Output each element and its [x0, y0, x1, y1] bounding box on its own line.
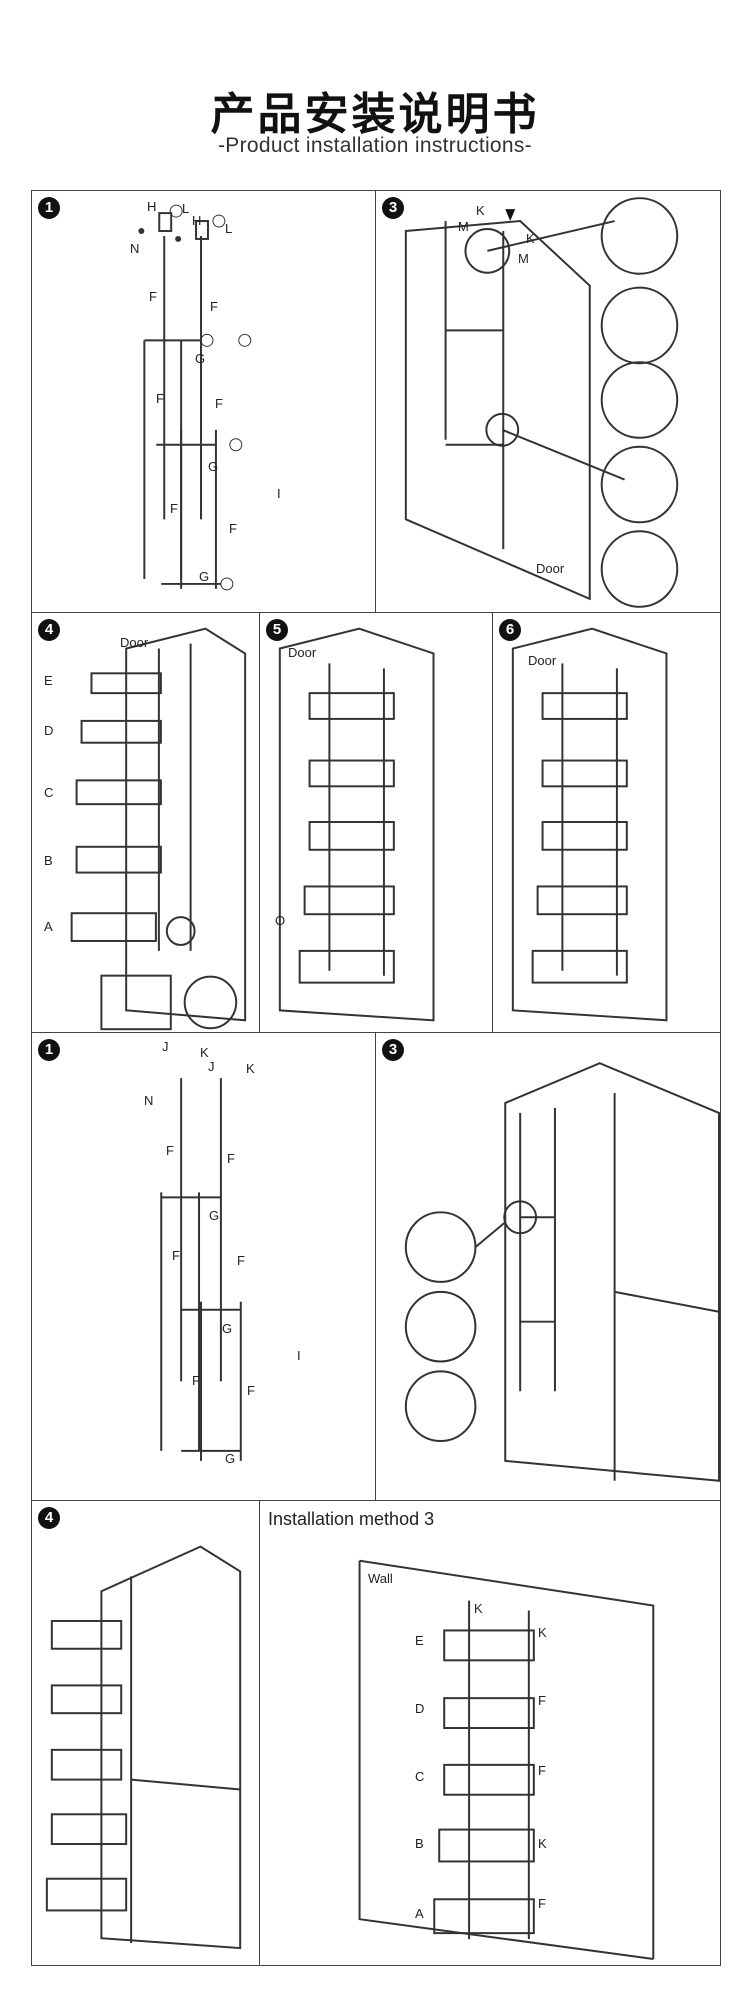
part-label: F [538, 1763, 546, 1778]
part-label: F [215, 396, 223, 411]
part-label: F [538, 1693, 546, 1708]
step-number-badge: 4 [38, 1507, 60, 1529]
door-label: Door [536, 561, 565, 576]
basket-hang-diagram [70, 627, 247, 1031]
part-label: K [538, 1625, 547, 1640]
part-label: G [222, 1321, 233, 1336]
part-label: F [227, 1151, 235, 1166]
ladder-exploded-diagram [138, 204, 252, 591]
panel-step-1-door-assembly: 1 H L H L N F F G F F G I F F G [31, 190, 377, 614]
wall-label: Wall [368, 1571, 393, 1586]
part-label: F [149, 289, 157, 304]
step-number-badge: 4 [38, 619, 60, 641]
part-label: B [44, 853, 53, 868]
door-mount-diagram [404, 197, 679, 608]
fridge-rack-diagram [45, 1545, 242, 1950]
part-label: K [526, 231, 535, 246]
part-label: F [166, 1143, 174, 1158]
part-label: G [209, 1208, 220, 1223]
baskets-with-hooks-diagram [278, 627, 435, 1022]
step-number-badge: 1 [38, 197, 60, 219]
part-label: C [44, 785, 54, 800]
part-label: G [195, 351, 206, 366]
part-label: N [144, 1093, 154, 1108]
step-number-badge: 6 [499, 619, 521, 641]
part-label: I [277, 486, 281, 501]
panel-step-3-fridge-mount: 3 [375, 1032, 721, 1502]
part-label: F [192, 1373, 200, 1388]
part-label: F [237, 1253, 245, 1268]
part-label: E [44, 673, 53, 688]
part-label: F [229, 521, 237, 536]
page-title: 产品安装说明书 [210, 89, 540, 140]
part-label: J [208, 1059, 215, 1074]
panel-step-4-fridge-complete: 4 [31, 1500, 261, 1966]
step-number-badge: 3 [382, 1039, 404, 1061]
part-label: K [476, 203, 485, 218]
part-label: F [210, 299, 218, 314]
step-number-badge: 5 [266, 619, 288, 641]
part-label: F [538, 1896, 546, 1911]
part-label: F [247, 1383, 255, 1398]
panel-installation-method-3: Installation method 3 Wall K K E D F C F… [259, 1500, 721, 1966]
part-label: N [130, 241, 140, 256]
step-number-badge: 1 [38, 1039, 60, 1061]
part-label: H [147, 199, 157, 214]
part-label: H [192, 213, 202, 228]
completed-rack-diagram [511, 627, 668, 1022]
door-label: Door [528, 653, 557, 668]
part-label: B [415, 1836, 424, 1851]
wall-mount-diagram [358, 1559, 655, 1961]
panel-step-5-hooks: 5 Door O [259, 612, 494, 1034]
part-label: D [44, 723, 54, 738]
part-label: L [225, 221, 233, 236]
panel-step-6-complete: 6 Door [492, 612, 721, 1034]
step-number-badge: 3 [382, 197, 404, 219]
part-label: K [200, 1045, 209, 1060]
part-label: J [162, 1039, 169, 1054]
part-label: A [44, 919, 53, 934]
part-label: K [474, 1601, 483, 1616]
part-label: D [415, 1701, 425, 1716]
part-label: A [415, 1906, 424, 1921]
part-label: F [170, 501, 178, 516]
part-label: M [518, 251, 529, 266]
part-label: C [415, 1769, 425, 1784]
part-label: E [415, 1633, 424, 1648]
part-label: K [246, 1061, 255, 1076]
fridge-mount-diagram [404, 1062, 720, 1482]
part-label: L [182, 201, 190, 216]
part-label: M [458, 219, 469, 234]
door-label: Door [288, 645, 317, 660]
part-label: O [275, 913, 286, 928]
door-label: Door [120, 635, 149, 650]
part-label: F [156, 391, 164, 406]
part-label: F [172, 1248, 180, 1263]
method-heading: Installation method 3 [268, 1509, 435, 1529]
part-label: G [208, 459, 219, 474]
part-label: G [225, 1451, 236, 1466]
part-label: G [199, 569, 210, 584]
page-subtitle: -Product installation instructions- [218, 134, 532, 157]
part-label: I [297, 1348, 301, 1363]
panel-step-4-baskets: 4 Door E D C B A [31, 612, 261, 1034]
panel-step-3-door-mount: 3 K M K M Door [375, 190, 721, 614]
panel-step-1-fridge-assembly: 1 J K J K N F F G F F G I F F G [31, 1032, 377, 1502]
part-label: K [538, 1836, 547, 1851]
ladder-exploded-diagram-2 [160, 1078, 242, 1461]
